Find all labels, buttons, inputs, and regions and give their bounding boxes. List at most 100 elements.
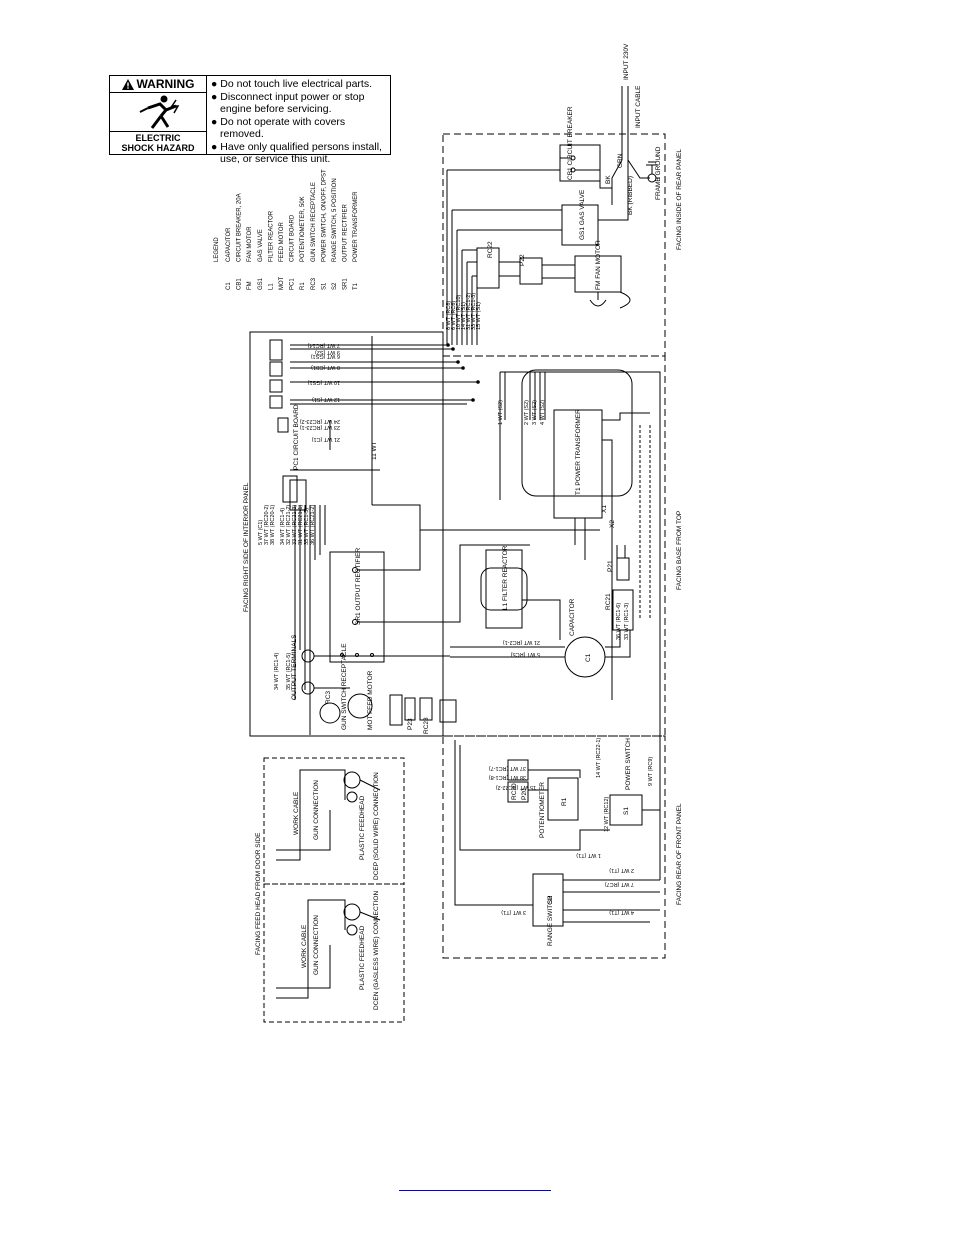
pc1-label: PC1 CIRCUIT BOARD: [293, 404, 300, 470]
warning-item: ● Do not operate with covers removed.: [211, 115, 346, 141]
interior-wire-label: 32 WT (RC21-2): [286, 505, 292, 545]
rear-wire-label: 6 WT (RC6): [451, 301, 457, 330]
l1-shape: [485, 549, 523, 629]
interior-panel-boundary: [249, 331, 444, 737]
rear-panel-label: FACING INSIDE OF REAR PANEL: [676, 149, 683, 250]
interior-wire-label: 6 WT (GS1): [311, 353, 340, 359]
front-wire-label: 4 WT (T1): [609, 909, 634, 915]
gun-connection-label-2: GUN CONNECTION: [313, 915, 320, 975]
legend-code: RC3: [311, 277, 317, 290]
interior-wire-label: 10 WT (GS1): [308, 379, 340, 385]
work-cable-label-2: WORK CABLE: [301, 924, 308, 968]
plastic-feedhead-label-2: PLASTIC FEEDHEAD: [359, 925, 366, 990]
legend-code: C1: [226, 282, 232, 290]
front-wire-label: 12 WT (RC12): [604, 796, 610, 832]
front-panel-boundary: [442, 735, 666, 959]
output-wire-label: 34 WT (RC1-4): [274, 653, 280, 690]
sr1-shape: [329, 551, 385, 663]
wire-bk-ribbed-label: BK (RIBBED): [627, 176, 634, 215]
legend-desc: CAPACITOR: [226, 227, 232, 262]
legend-desc: FEED MOTOR: [279, 221, 285, 262]
front-wire-label: 3 WT (T1): [501, 909, 526, 915]
interior-wire-label: 33 WT (RC21-3): [292, 505, 298, 545]
legend-desc: CIRCUIT BOARD: [290, 214, 296, 262]
front-wire-label: 37 WT (RC1-7): [489, 765, 526, 771]
interior-wire-label: 23 WT (RC23-1): [300, 424, 340, 430]
dcen-label: DCEN (GASLESS WIRE) CONNECTION: [373, 891, 380, 1010]
legend-code: CB1: [237, 278, 243, 290]
sr1-label: SR1 OUTPUT RECTIFIER: [355, 548, 362, 625]
warning-items: ● Do not touch live electrical parts. ● …: [207, 76, 390, 165]
warning-item-text: Do not touch live electrical parts.: [220, 78, 373, 90]
front-wire-label: 14 WT (RC22-1): [596, 738, 602, 778]
wt11-label: 11 WT: [371, 441, 378, 460]
wire-bk-label: BK: [605, 175, 612, 184]
interior-wire-label: 9 WT (S2): [315, 349, 340, 355]
legend: LEGEND: [214, 237, 220, 262]
x2-label: X2: [609, 520, 616, 528]
s2-shape: [532, 873, 564, 927]
front-wire-label: 1 WT (T1): [576, 852, 601, 858]
warning-item: ● Do not touch live electrical parts.: [211, 78, 373, 90]
interior-wire-label: 8 WT (CB1): [311, 364, 340, 370]
t1-label: T1 POWER TRANSFORMER: [575, 409, 582, 495]
rc3-label: RC3: [325, 691, 332, 704]
s2-label: S2: [547, 896, 554, 904]
electric-shock-pictogram: [110, 93, 206, 132]
output-terminals-label: OUTPUT TERMINALS: [291, 634, 298, 700]
interior-wire-label: 35 WT (RC1-5): [304, 508, 310, 545]
p22-label: P22: [519, 254, 526, 266]
legend-code: FM: [247, 281, 253, 290]
r1-label: R1: [561, 797, 568, 806]
plastic-feedhead-label-1: PLASTIC FEEDHEAD: [359, 795, 366, 860]
front-wire-label: 38 WT (RC1-8): [489, 774, 526, 780]
warning-box: WARNING ELECTRIC SHOCK HAZARD ● Do not t…: [109, 75, 391, 165]
feedhead-panel-label: FACING FEED HEAD FROM DOOR SIDE: [255, 832, 262, 955]
warning-item-text: Do not operate with covers removed.: [220, 115, 346, 141]
legend-code: S1: [321, 282, 327, 290]
legend-desc: CIRCUIT BREAKER, 20A: [237, 193, 243, 262]
warning-title: WARNING: [136, 77, 195, 91]
legend-desc: OUTPUT RECTIFIER: [343, 203, 349, 262]
hazard-label-line1: ELECTRIC: [135, 133, 181, 143]
front-wire-label: 7 WT (RC7): [605, 881, 634, 887]
rc21-label: RC21: [605, 593, 612, 610]
legend-code: T1: [353, 282, 359, 290]
warning-left-panel: WARNING ELECTRIC SHOCK HAZARD: [110, 76, 207, 154]
t1-shape: [521, 369, 633, 497]
interior-wire-label: 7 WT (RC14): [308, 342, 340, 348]
range-switch-label: RANGE SWITCH: [547, 895, 554, 946]
p21-label: P21: [607, 560, 614, 572]
interior-wire-label: 31 WT (RC21-1): [298, 505, 304, 545]
legend-desc: GAS VALVE: [258, 229, 264, 262]
input-cable-label: INPUT CABLE: [635, 85, 642, 128]
front-panel-label: FACING REAR OF FRONT PANEL: [676, 803, 683, 905]
gs1-label: GS1 GAS VALVE: [579, 189, 586, 240]
input-label: INPUT 230V: [623, 43, 630, 80]
legend-code: S2: [332, 282, 338, 290]
c1-wire-label: 21 WT (RC2-1): [503, 639, 540, 645]
output-wire-label: 35 WT (RC1-5): [286, 653, 292, 690]
rear-wire-label: 14 WT (S1): [461, 302, 467, 330]
front-wire-label: 9 WT (RC9): [648, 757, 654, 786]
rc23-label: RC23: [423, 717, 430, 734]
c1-wire-label: 5 WT (RC5): [511, 651, 540, 657]
frame-ground-label: FRAME GROUND: [655, 146, 662, 200]
legend-code: R1: [300, 282, 306, 290]
t1-wire-label: 4 WT (S2): [540, 400, 546, 425]
legend-desc: POTENTIOMETER, 50K: [300, 196, 306, 262]
legend-desc: GUN SWITCH RECEPTACLE: [311, 182, 317, 262]
cb1-label: CB1 CIRCUIT BREAKER: [567, 106, 574, 180]
legend-code: PC1: [290, 278, 296, 290]
s1-label: S1: [623, 807, 630, 815]
base-panel-label: FACING BASE FROM TOP: [676, 511, 683, 590]
interior-wire-label: 21 WT (C1): [312, 436, 340, 442]
mot-label: MOT FEED MOTOR: [367, 670, 374, 730]
warning-item-text: Have only qualified persons install, use…: [220, 140, 382, 166]
interior-wire-label: 37 WT (RC20-2): [264, 505, 270, 545]
interior-wire-label: 5 WT (C1): [258, 520, 264, 545]
warning-header: WARNING: [110, 76, 206, 93]
rear-wire-label: 8 WT (RC8): [446, 301, 452, 330]
legend-desc: POWER TRANSFORMER: [353, 191, 359, 262]
footer-link-underline[interactable]: [399, 1190, 551, 1191]
